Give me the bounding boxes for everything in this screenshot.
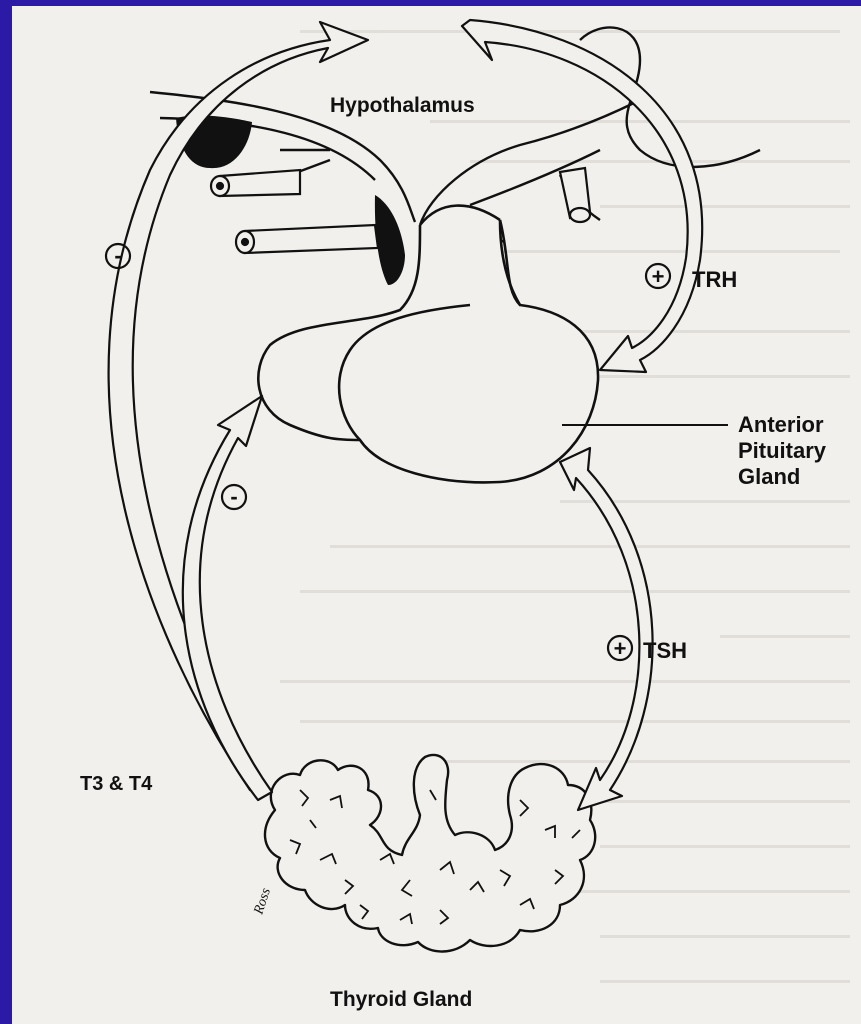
- label-anterior: Anterior: [738, 412, 824, 437]
- label-t3-t4: T3 & T4: [80, 773, 153, 795]
- label-pituitary: Pituitary: [738, 438, 827, 463]
- sign-tsh: +: [608, 636, 632, 661]
- feedback-arrow-to-pituitary: [183, 396, 272, 800]
- svg-text:-: -: [114, 243, 121, 268]
- diagram-paper: Ross +: [12, 6, 861, 1024]
- label-hypothalamus: Hypothalamus: [330, 94, 475, 117]
- hypothalamus-dark-nucleus: [176, 115, 405, 285]
- artist-signature: Ross: [251, 886, 274, 917]
- sign-trh: +: [646, 264, 670, 289]
- sign-feedback-pituitary: -: [222, 484, 246, 509]
- svg-text:-: -: [230, 484, 237, 509]
- hpt-axis-diagram: Ross +: [12, 6, 861, 1024]
- label-trh: TRH: [692, 267, 737, 292]
- thyroid-gland: Ross: [251, 755, 595, 952]
- svg-text:+: +: [614, 636, 627, 661]
- label-gland: Gland: [738, 464, 800, 489]
- label-thyroid-gland: Thyroid Gland: [330, 988, 472, 1011]
- svg-text:+: +: [652, 264, 665, 289]
- label-tsh: TSH: [643, 638, 687, 663]
